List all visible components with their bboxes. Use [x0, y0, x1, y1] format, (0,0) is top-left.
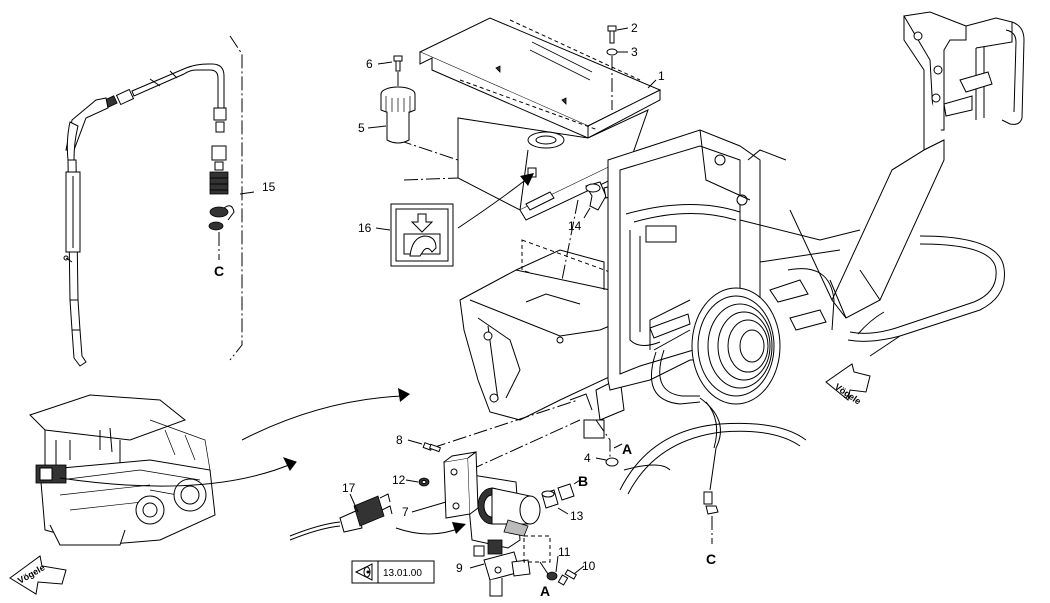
callout-13: 13	[570, 509, 584, 523]
nut-4	[605, 457, 619, 467]
callout-6: 6	[366, 57, 373, 71]
eye-view-icon	[354, 563, 373, 581]
vogele-direction-arrow-icon	[825, 363, 871, 401]
callout-8: 8	[396, 433, 403, 447]
hose-reel	[649, 287, 781, 544]
fitting-13	[541, 483, 575, 509]
callout-11: 11	[558, 545, 571, 559]
bolt-6	[393, 55, 403, 72]
callout-16: 16	[358, 221, 372, 235]
washer-11	[546, 571, 558, 581]
callout-2: 2	[631, 21, 638, 35]
callout-17: 17	[342, 481, 356, 495]
page-reference-number: 13.01.00	[383, 568, 422, 579]
bolt-10	[557, 569, 578, 586]
callout-14: 14	[568, 219, 582, 233]
letter-a-chassis: A	[622, 441, 632, 457]
bolt-2	[607, 25, 617, 44]
filter-cap-5	[380, 86, 416, 144]
pump-assembly	[443, 451, 551, 597]
water-tank	[397, 17, 662, 304]
callout-7: 7	[402, 505, 409, 519]
letter-b-pump: B	[578, 473, 588, 489]
callout-12: 12	[392, 473, 406, 487]
washer-3	[606, 48, 618, 56]
letter-c-reel: C	[706, 551, 716, 567]
callout-15: 15	[262, 180, 276, 194]
spray-gun-assembly	[63, 35, 255, 367]
cable-plug-17	[289, 493, 393, 541]
hand-wash-icon	[390, 203, 454, 267]
vogele-direction-arrow-icon	[9, 555, 67, 595]
callout-1: 1	[658, 69, 665, 83]
callout-4: 4	[584, 451, 591, 465]
callout-5: 5	[358, 121, 365, 135]
paver-thumbnail	[29, 394, 216, 546]
callout-10: 10	[582, 559, 596, 573]
bolt-8	[422, 442, 442, 453]
callout-3: 3	[631, 45, 638, 59]
callout-9: 9	[456, 561, 463, 575]
letter-a-pump: A	[540, 583, 550, 599]
letter-c-gun: C	[214, 263, 224, 279]
page-reference-box	[351, 560, 435, 584]
